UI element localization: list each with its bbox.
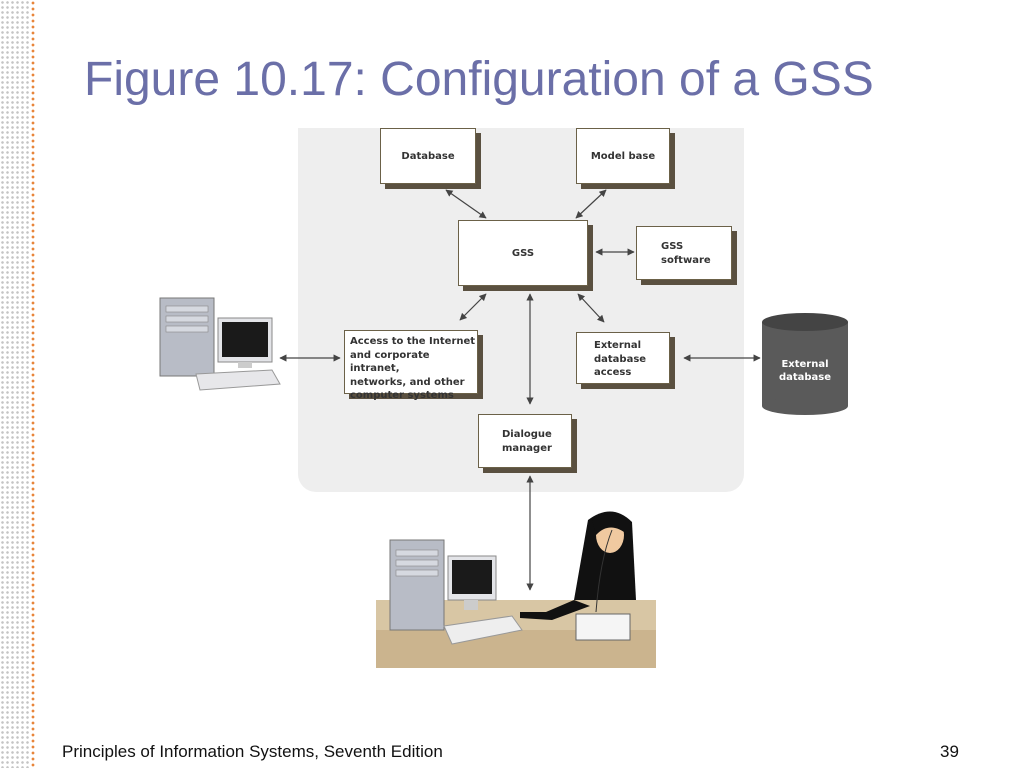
arrow-modelbase-gss: [575, 189, 607, 219]
external-database-label: External database: [770, 358, 840, 384]
model-base-box: Model base: [576, 128, 670, 184]
page-number: 39: [940, 742, 959, 761]
external-db-line-2: database: [778, 372, 832, 383]
database-box: Database: [380, 128, 476, 184]
slide-title: Figure 10.17: Configuration of a GSS: [84, 53, 874, 106]
model-base-label: Model base: [590, 150, 656, 162]
slide-footer: Principles of Information Systems, Seven…: [62, 742, 443, 761]
gss-software-box: GSS software: [636, 226, 732, 280]
arrow-gss-extaccess: [577, 293, 605, 323]
ext-access-line-2: database: [594, 353, 647, 365]
database-label: Database: [401, 150, 455, 162]
gss-label: GSS: [511, 247, 535, 259]
ext-access-line-3: access: [594, 367, 632, 378]
dotted-border-orange: [30, 0, 36, 768]
dotted-border-gray: [0, 0, 30, 768]
access-line-2: and corporate intranet,: [350, 349, 430, 375]
computer-workstation-icon: [159, 297, 281, 391]
dialogue-manager-box: Dialogue manager: [478, 414, 572, 468]
ext-access-line-1: External: [594, 340, 642, 351]
external-database-access-box: External database access: [576, 332, 670, 384]
arrow-gss-access: [459, 293, 487, 321]
external-database-cylinder: [762, 313, 848, 415]
access-line-1: Access to the Internet: [350, 336, 476, 347]
access-line-3: networks, and other: [350, 376, 465, 388]
external-db-line-1: External: [781, 359, 829, 370]
access-line-4: computer systems: [350, 390, 454, 401]
gss-box: GSS: [458, 220, 588, 286]
internet-access-box: Access to the Internet and corporate int…: [344, 330, 478, 401]
gss-software-line-1: GSS: [661, 241, 684, 252]
arrow-database-gss: [445, 189, 487, 219]
dialogue-line-2: manager: [502, 443, 552, 454]
user-desk-scene: [376, 511, 656, 668]
dialogue-line-1: Dialogue: [502, 429, 552, 440]
gss-software-line-2: software: [661, 255, 711, 266]
